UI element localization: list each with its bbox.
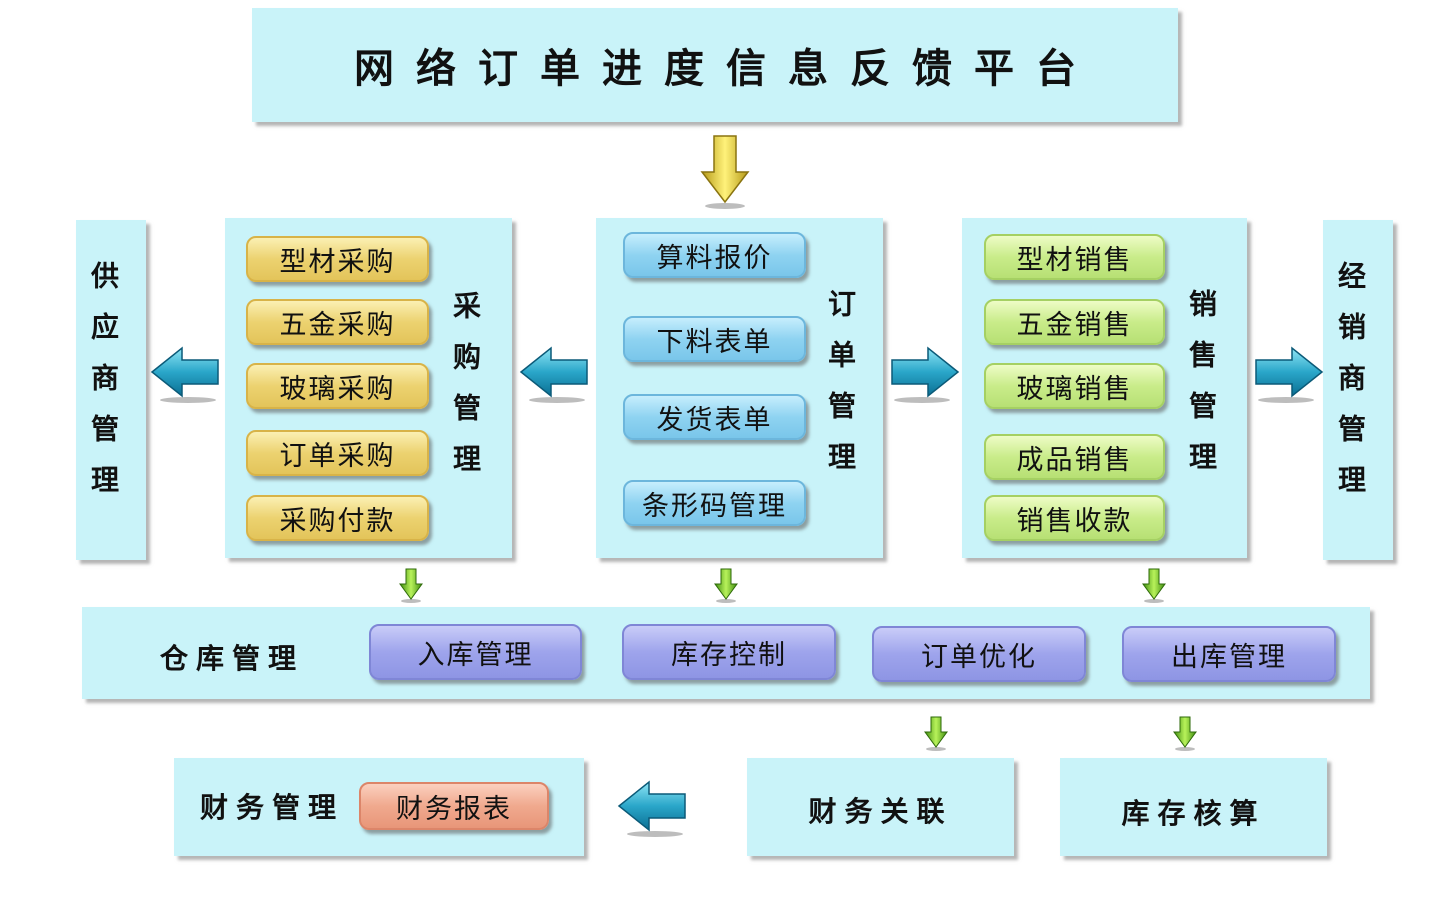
warehouse-item-outbound[interactable]: 出库管理 bbox=[1122, 626, 1336, 682]
order-item-delivery[interactable]: 发货表单 bbox=[623, 394, 806, 440]
order-label: 订单管理 bbox=[824, 289, 857, 493]
dealer-panel: 经销商管理 bbox=[1323, 220, 1393, 560]
warehouse-label: 仓库管理 bbox=[160, 642, 305, 675]
finance-report-button[interactable]: 财务报表 bbox=[359, 782, 549, 830]
arrow-down-small-icon bbox=[714, 568, 738, 603]
sales-item-glass[interactable]: 玻璃销售 bbox=[984, 363, 1165, 409]
order-item-cutting[interactable]: 下料表单 bbox=[623, 316, 806, 362]
order-item-quote[interactable]: 算料报价 bbox=[623, 232, 806, 278]
arrow-down-small-icon bbox=[924, 716, 948, 751]
arrow-down-small-icon bbox=[1173, 716, 1197, 751]
purchase-item-payment[interactable]: 采购付款 bbox=[246, 495, 429, 541]
arrow-right-icon bbox=[891, 346, 960, 403]
arrow-down-icon bbox=[700, 135, 750, 209]
arrow-right-icon bbox=[1255, 346, 1324, 403]
finance-link-panel: 财务关联 bbox=[747, 758, 1014, 856]
purchase-label: 采购管理 bbox=[449, 291, 482, 495]
purchase-item-profile[interactable]: 型材采购 bbox=[246, 236, 429, 282]
warehouse-item-stock-control[interactable]: 库存控制 bbox=[622, 624, 836, 680]
title-panel: 网络订单进度信息反馈平台 bbox=[252, 8, 1178, 122]
arrow-down-small-icon bbox=[1142, 568, 1166, 603]
sales-item-receipt[interactable]: 销售收款 bbox=[984, 495, 1165, 541]
supplier-panel: 供应商管理 bbox=[76, 220, 146, 560]
warehouse-item-order-optimize[interactable]: 订单优化 bbox=[872, 626, 1086, 682]
stock-accounting-label: 库存核算 bbox=[1121, 797, 1266, 830]
arrow-left-icon bbox=[150, 346, 219, 403]
arrow-left-icon bbox=[617, 780, 686, 837]
finance-link-label: 财务关联 bbox=[808, 795, 953, 828]
platform-title: 网络订单进度信息反馈平台 bbox=[354, 46, 1098, 92]
sales-item-hardware[interactable]: 五金销售 bbox=[984, 299, 1165, 345]
purchase-item-hardware[interactable]: 五金采购 bbox=[246, 299, 429, 345]
stock-accounting-panel: 库存核算 bbox=[1060, 758, 1327, 856]
sales-item-profile[interactable]: 型材销售 bbox=[984, 234, 1165, 280]
finance-panel: 财务管理 财务报表 bbox=[174, 758, 584, 856]
order-item-barcode[interactable]: 条形码管理 bbox=[623, 480, 806, 526]
arrow-down-small-icon bbox=[399, 568, 423, 603]
purchase-item-order[interactable]: 订单采购 bbox=[246, 430, 429, 476]
warehouse-panel: 仓库管理 入库管理 库存控制 订单优化 出库管理 bbox=[82, 607, 1370, 699]
sales-panel: 型材销售 五金销售 玻璃销售 成品销售 销售收款 销售管理 bbox=[962, 218, 1247, 558]
supplier-label: 供应商管理 bbox=[87, 261, 120, 516]
purchase-item-glass[interactable]: 玻璃采购 bbox=[246, 363, 429, 409]
sales-item-product[interactable]: 成品销售 bbox=[984, 434, 1165, 480]
warehouse-item-inbound[interactable]: 入库管理 bbox=[369, 624, 582, 680]
sales-label: 销售管理 bbox=[1185, 289, 1218, 493]
order-panel: 算料报价 下料表单 发货表单 条形码管理 订单管理 bbox=[596, 218, 883, 558]
purchase-panel: 型材采购 五金采购 玻璃采购 订单采购 采购付款 采购管理 bbox=[225, 218, 512, 558]
arrow-left-icon bbox=[519, 346, 588, 403]
finance-label: 财务管理 bbox=[200, 791, 345, 824]
dealer-label: 经销商管理 bbox=[1334, 261, 1367, 516]
